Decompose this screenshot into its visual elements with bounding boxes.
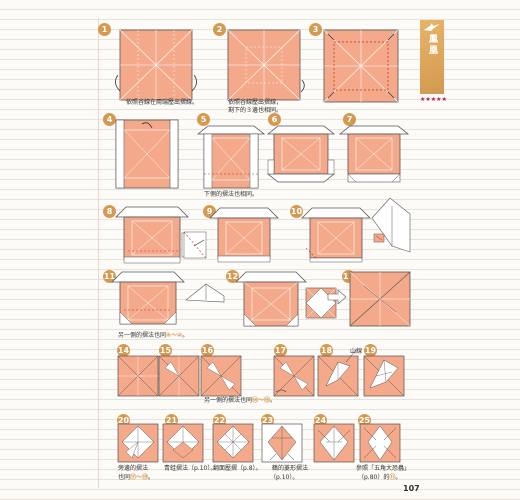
step-4-diagram (115, 119, 179, 189)
step-number: 14 (117, 344, 130, 357)
step-number: 16 (201, 344, 214, 357)
chapter-title: 鳳凰 (427, 34, 437, 56)
step-number: 8 (103, 205, 116, 218)
step-12-diagram (235, 271, 307, 327)
step-10-diagram (301, 207, 371, 263)
step-caption-line2: 也同⑰～⑲。 (118, 474, 155, 481)
step-ref: ⑰～⑲ (130, 474, 149, 481)
step-number: 3 (309, 23, 322, 36)
step-22-diagram (212, 423, 254, 463)
margin-line (98, 18, 99, 488)
step-number: 7 (343, 113, 356, 126)
mountain-fold-label: 山線 (350, 348, 363, 355)
step-number: 10 (290, 205, 303, 218)
step-16-diagram (200, 355, 242, 397)
step-number: 15 (159, 344, 172, 357)
step-25-diagram (359, 423, 401, 463)
step-number: 6 (268, 113, 281, 126)
difficulty-stars: ★★★★★ (420, 96, 447, 103)
step-13-diagram (349, 271, 411, 327)
step-caption: 翻面壓摺（p.8）。 (213, 465, 262, 472)
step-caption: 依照谷線在兩端壓出摺線。 (126, 99, 199, 106)
chapter-tab: 鳳凰 (420, 20, 444, 94)
step-15-diagram (158, 355, 200, 397)
step-ref: ⑪ (389, 474, 396, 481)
step-number: 2 (213, 23, 226, 36)
step-7-diagram (338, 125, 410, 183)
step-caption-line2: （p.80）的⑪。 (358, 474, 402, 481)
step-caption: 鶴的菱形摺法 (272, 465, 309, 472)
step-caption: 旁邊的摺法 (118, 465, 149, 472)
step-5-diagram (196, 125, 266, 189)
step-9-detail (183, 231, 207, 259)
step-1-diagram (115, 29, 197, 101)
step-17-diagram (273, 355, 315, 397)
step-number: 4 (103, 113, 116, 126)
step-13-arrow (327, 289, 347, 305)
step-number: 17 (274, 344, 287, 357)
step-caption: 青蛙摺法（p.10）。 (164, 465, 217, 472)
step-number: 11 (103, 270, 116, 283)
step-14-diagram (117, 355, 159, 397)
step-number: 1 (98, 23, 111, 36)
step-number: 5 (197, 113, 210, 126)
step-caption: 另一側的摺法也同⑭～⑮。 (204, 397, 277, 404)
step-caption-line2: （p.10）。 (270, 474, 299, 481)
crane-icon (424, 23, 440, 31)
step-2-diagram (227, 29, 305, 101)
step-caption: 參照「五角大恐蟲」 (356, 465, 411, 472)
step-number: 18 (320, 344, 333, 357)
step-10-detail (371, 197, 411, 253)
step-11-detail (185, 283, 225, 303)
step-11-diagram (111, 271, 185, 325)
step-21-diagram (162, 423, 204, 463)
step-caption-line2: 剩下的３邊也相同。 (228, 107, 283, 114)
step-18-diagram (317, 349, 359, 397)
step-caption: 下側的摺法也相同。 (204, 191, 259, 198)
step-3-diagram (323, 29, 399, 103)
step-number: 19 (364, 344, 377, 357)
step-24-diagram (313, 423, 355, 463)
step-ref: ⑭～⑮ (252, 397, 271, 404)
step-6-diagram (266, 125, 336, 183)
step-9-diagram (209, 207, 279, 263)
step-20-diagram (117, 423, 159, 463)
step-23-diagram (261, 423, 303, 463)
step-caption: 依照谷線壓出摺線， (228, 99, 283, 106)
step-number: 12 (226, 270, 239, 283)
page-number: 107 (403, 484, 420, 493)
step-caption: 另一側的摺法也同⑧～⑩。 (118, 332, 189, 339)
step-19-diagram (363, 355, 405, 397)
step-ref: ⑧～⑩ (166, 332, 183, 339)
